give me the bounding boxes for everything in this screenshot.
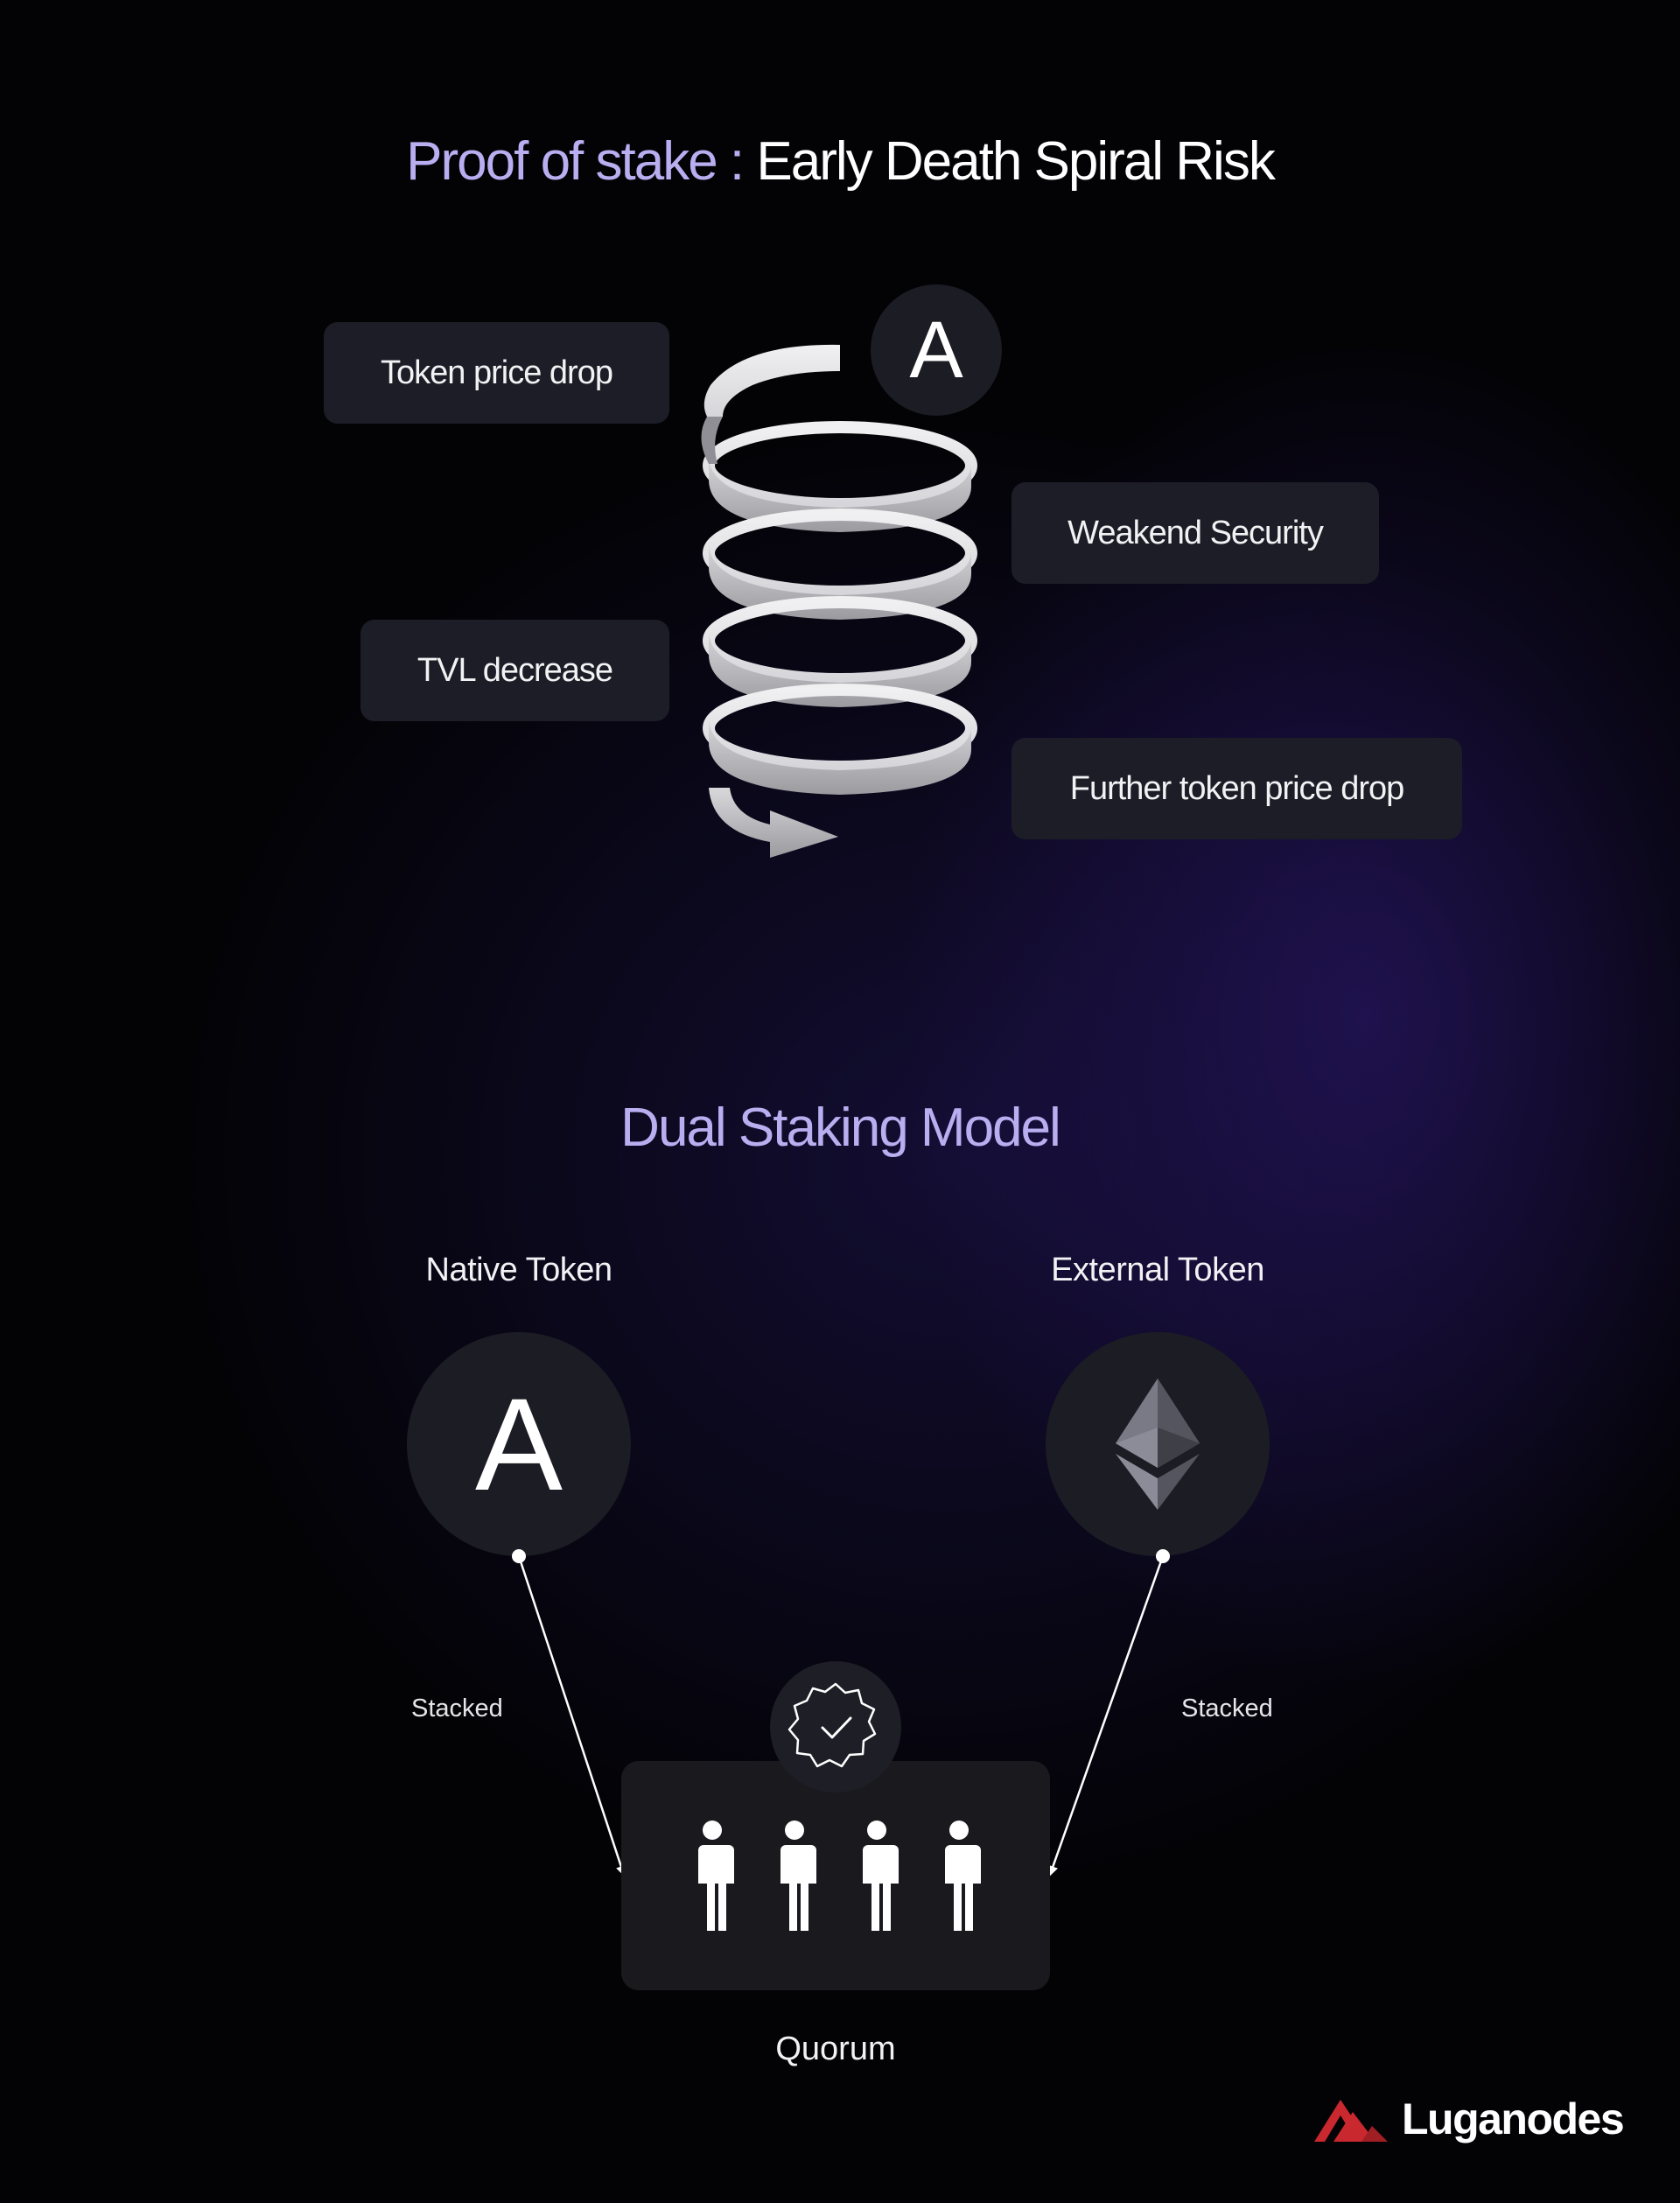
quorum-badge: [770, 1661, 901, 1793]
native-connector-line: [517, 1555, 626, 1877]
spiral-step-tvl-decrease: TVL decrease: [360, 620, 669, 721]
spiral-coin: A: [871, 284, 1002, 416]
spiral-coils: [701, 417, 977, 795]
title-prefix: Proof of stake :: [406, 131, 745, 192]
spiral-coin-letter: A: [909, 305, 963, 395]
external-connector-line: [1047, 1555, 1165, 1877]
person-icon: [860, 1821, 899, 1931]
spiral-top-ribbon: [704, 344, 840, 417]
page-title: Proof of stake : Early Death Spiral Risk: [0, 130, 1680, 194]
native-edge-label: Stacked: [411, 1694, 503, 1722]
spiral-step-weakend-security: Weakend Security: [1012, 482, 1379, 584]
native-token-letter: A: [474, 1371, 564, 1518]
mountain-logo-icon: [1314, 2100, 1388, 2142]
brand-name: Luganodes: [1402, 2094, 1625, 2143]
person-icon: [942, 1821, 981, 1931]
death-spiral-graphic: [701, 344, 977, 858]
spiral-step-further-token-price-drop: Further token price drop: [1012, 738, 1462, 839]
verified-check-icon: [788, 1682, 877, 1768]
external-token-label: External Token: [1051, 1252, 1264, 1288]
external-token-coin: [1046, 1332, 1270, 1556]
title-main: Early Death Spiral Risk: [756, 131, 1275, 192]
quorum-label: Quorum: [775, 2031, 896, 2067]
native-token-coin: A: [407, 1332, 631, 1556]
ethereum-icon: [1116, 1379, 1200, 1510]
spiral-arrow-head: [709, 788, 838, 858]
native-token-label: Native Token: [425, 1252, 612, 1288]
brand-logo: Luganodes: [1314, 2094, 1625, 2144]
dual-staking-title: Dual Staking Model: [620, 1098, 1061, 1158]
spiral-step-token-price-drop: Token price drop: [324, 322, 669, 424]
external-edge-label: Stacked: [1181, 1694, 1273, 1722]
person-icon: [778, 1821, 816, 1931]
quorum-box: [621, 1761, 1050, 1990]
person-icon: [696, 1821, 734, 1931]
